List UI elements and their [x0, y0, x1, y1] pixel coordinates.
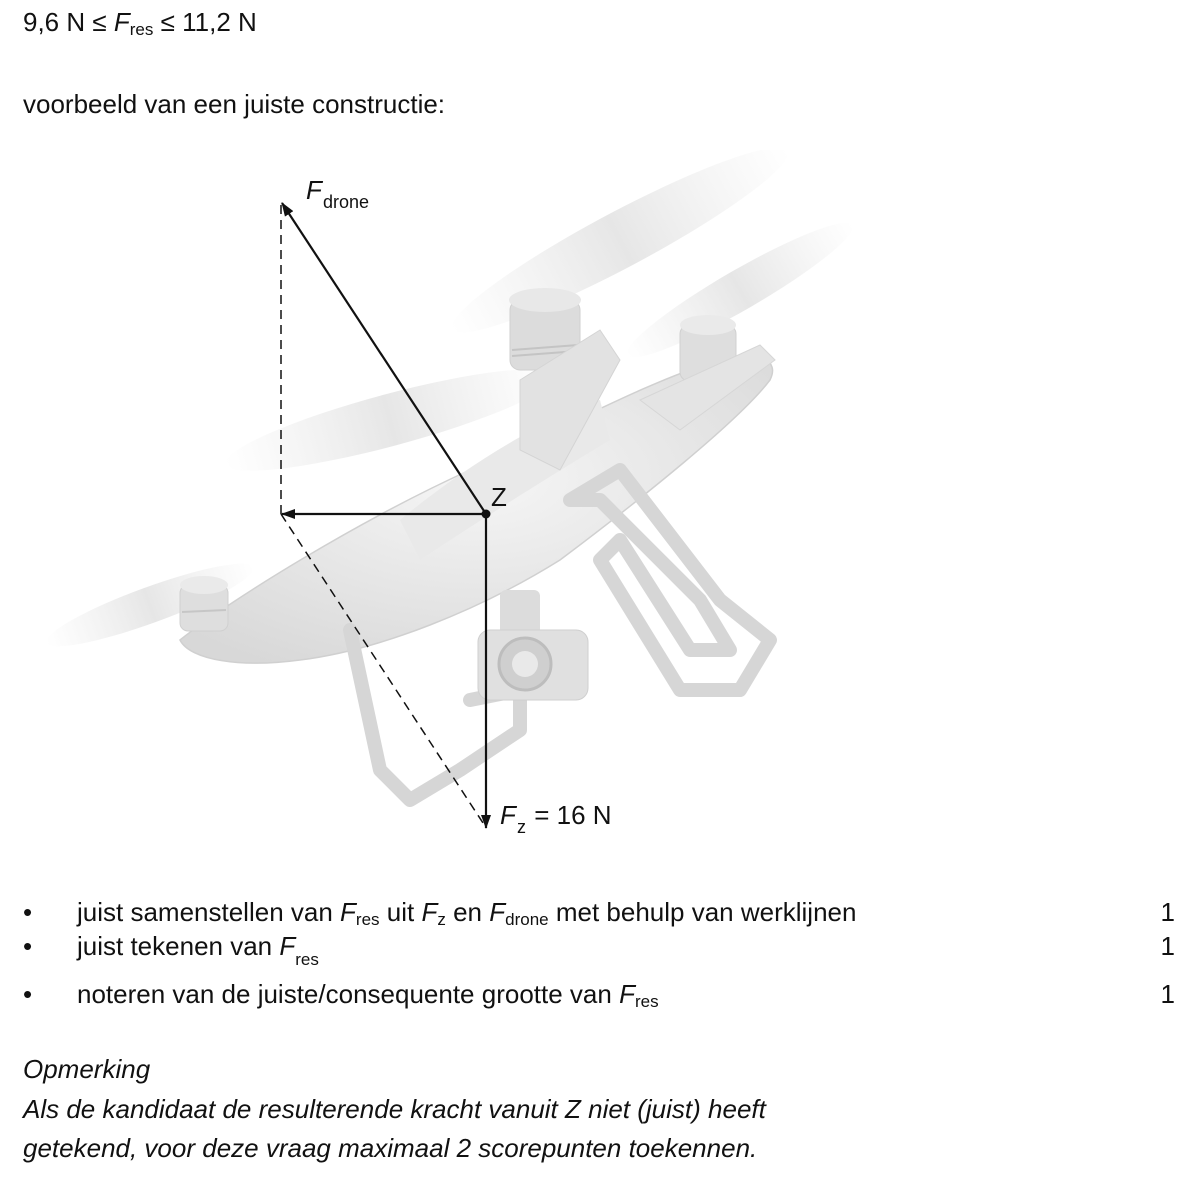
- camera-lens-inner: [512, 651, 538, 677]
- propeller-blur: [451, 150, 789, 333]
- force-construction-figure: F drone Z F z = 16 N: [46, 150, 854, 837]
- fdrone-label-sub: drone: [323, 192, 369, 212]
- score: 1: [1160, 897, 1175, 927]
- fz-label-sub: z: [517, 817, 526, 837]
- fz-label-value: = 16 N: [527, 800, 612, 830]
- motor: [179, 576, 229, 632]
- symbol: F: [489, 897, 506, 927]
- point-z-label: Z: [491, 482, 507, 512]
- bullet: •: [23, 979, 33, 1009]
- range-prefix: 9,6 N ≤: [23, 7, 114, 37]
- bullet: •: [23, 897, 33, 927]
- remark-line: Als de kandidaat de resulterende kracht …: [23, 1094, 766, 1124]
- score: 1: [1160, 931, 1175, 961]
- text-part: met behulp van werklijnen: [548, 897, 857, 927]
- drone-arm: [519, 329, 621, 471]
- propeller-blur: [225, 369, 555, 471]
- criterion-text: juist tekenen van Fres: [77, 931, 319, 968]
- remark-line: getekend, voor deze vraag maximaal 2 sco…: [23, 1133, 758, 1163]
- gimbal: [500, 590, 540, 640]
- text-part: uit: [379, 897, 422, 927]
- point-z-dot: [481, 509, 491, 519]
- construction-lines: [280, 205, 486, 827]
- working-line-diagonal: [280, 513, 486, 827]
- drone-image: [46, 150, 854, 807]
- symbol: F: [340, 897, 356, 927]
- text-part: juist samenstellen van: [77, 897, 341, 927]
- subscript: z: [437, 910, 446, 929]
- criterion-text: noteren van de juiste/consequente groott…: [77, 979, 659, 1011]
- text-part: juist tekenen van: [77, 931, 280, 961]
- force-range: 9,6 N ≤ Fres ≤ 11,2 N: [23, 7, 257, 39]
- fz-label-symbol: F: [500, 800, 518, 830]
- intro-text: voorbeeld van een juiste constructie:: [23, 89, 446, 119]
- text-part: noteren van de juiste/consequente groott…: [77, 979, 620, 1009]
- criterion-text: juist samenstellen van Fres uit Fz en Fd…: [77, 897, 857, 929]
- subscript: res: [634, 992, 659, 1011]
- fdrone-label-symbol: F: [306, 175, 324, 205]
- subscript: res: [295, 950, 319, 969]
- subscript: res: [355, 910, 380, 929]
- text-part: en: [445, 897, 490, 927]
- range-suffix: ≤ 11,2 N: [153, 7, 257, 37]
- drone-arm: [639, 344, 776, 431]
- symbol: F: [619, 979, 635, 1009]
- symbol: F: [279, 931, 296, 961]
- symbol: F: [421, 897, 438, 927]
- landing-gear: [563, 463, 777, 697]
- range-subscript: res: [129, 20, 154, 39]
- fdrone-arrow: [281, 202, 487, 515]
- bullet: •: [23, 931, 33, 961]
- subscript: drone: [505, 910, 549, 929]
- range-symbol: F: [113, 7, 130, 37]
- score: 1: [1160, 979, 1175, 1009]
- remark-title: Opmerking: [23, 1054, 151, 1084]
